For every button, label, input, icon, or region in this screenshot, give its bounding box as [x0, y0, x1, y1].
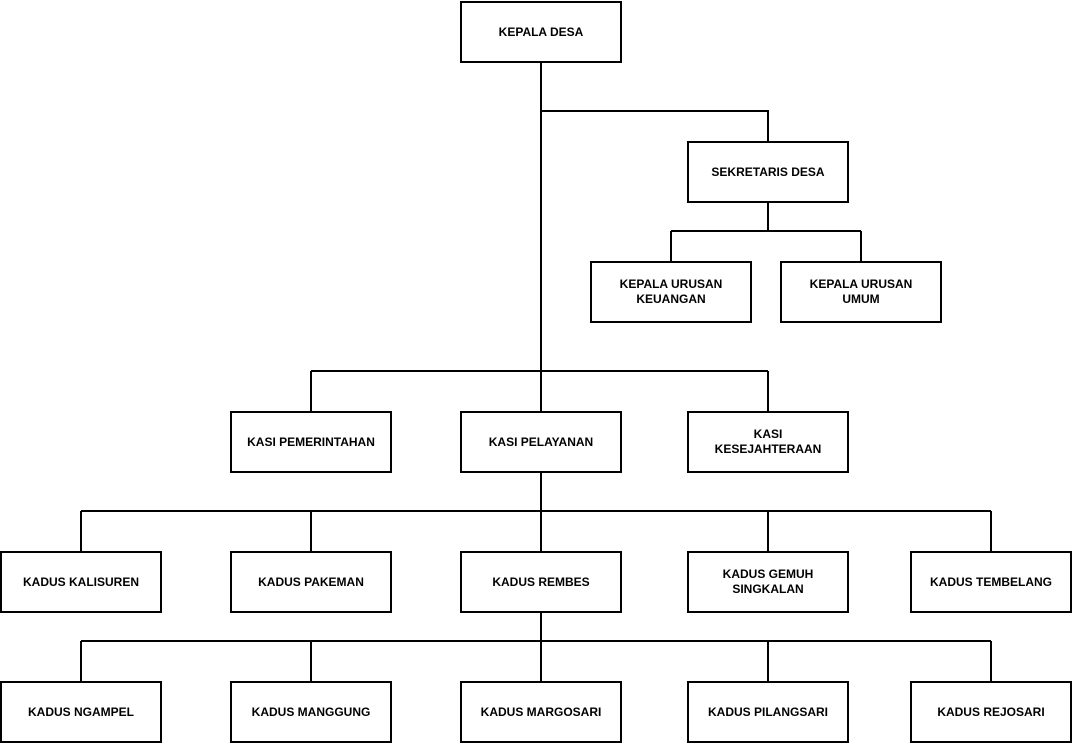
node-kadus-pakeman: KADUS PAKEMAN — [230, 551, 392, 613]
node-label: KEPALA URUSAN UMUM — [809, 277, 913, 306]
node-kadus-kalisuren: KADUS KALISUREN — [0, 551, 162, 613]
node-kasi-kesejahteraan: KASI KESEJAHTERAAN — [687, 411, 849, 473]
node-label: KEPALA URUSAN KEUANGAN — [619, 277, 723, 306]
node-label: KADUS MARGOSARI — [480, 704, 602, 719]
node-label: KEPALA DESA — [498, 24, 584, 39]
node-label: SEKRETARIS DESA — [711, 164, 825, 179]
node-kadus-margosari: KADUS MARGOSARI — [460, 681, 622, 743]
node-kadus-ngampel: KADUS NGAMPEL — [0, 681, 162, 743]
node-label: KADUS KALISUREN — [22, 574, 139, 589]
node-kaur-keuangan: KEPALA URUSAN KEUANGAN — [590, 261, 752, 323]
node-kadus-tembelang: KADUS TEMBELANG — [910, 551, 1072, 613]
node-label: KADUS REMBES — [492, 574, 590, 589]
node-kasi-pemerintahan: KASI PEMERINTAHAN — [230, 411, 392, 473]
connector-to-sekretaris — [541, 110, 769, 141]
node-kadus-gemuh-singkalan: KADUS GEMUH SINGKALAN — [687, 551, 849, 613]
node-label: KASI KESEJAHTERAAN — [714, 427, 822, 456]
node-kasi-pelayanan: KASI PELAYANAN — [460, 411, 622, 473]
node-label: KADUS GEMUH SINGKALAN — [722, 567, 814, 596]
node-kaur-umum: KEPALA URUSAN UMUM — [780, 261, 942, 323]
node-label: KASI PEMERINTAHAN — [247, 434, 375, 449]
node-label: KADUS MANGGUNG — [251, 704, 371, 719]
node-sekretaris-desa: SEKRETARIS DESA — [687, 141, 849, 203]
node-label: KADUS PILANGSARI — [707, 704, 828, 719]
node-kadus-rembes: KADUS REMBES — [460, 551, 622, 613]
node-label: KADUS PAKEMAN — [258, 574, 364, 589]
node-kepala-desa: KEPALA DESA — [460, 1, 622, 63]
node-label: KADUS REJOSARI — [937, 704, 1045, 719]
node-kadus-rejosari: KADUS REJOSARI — [910, 681, 1072, 743]
node-label: KADUS TEMBELANG — [930, 574, 1052, 589]
node-label: KADUS NGAMPEL — [27, 704, 134, 719]
node-kadus-manggung: KADUS MANGGUNG — [230, 681, 392, 743]
node-label: KASI PELAYANAN — [488, 434, 594, 449]
node-kadus-pilangsari: KADUS PILANGSARI — [687, 681, 849, 743]
